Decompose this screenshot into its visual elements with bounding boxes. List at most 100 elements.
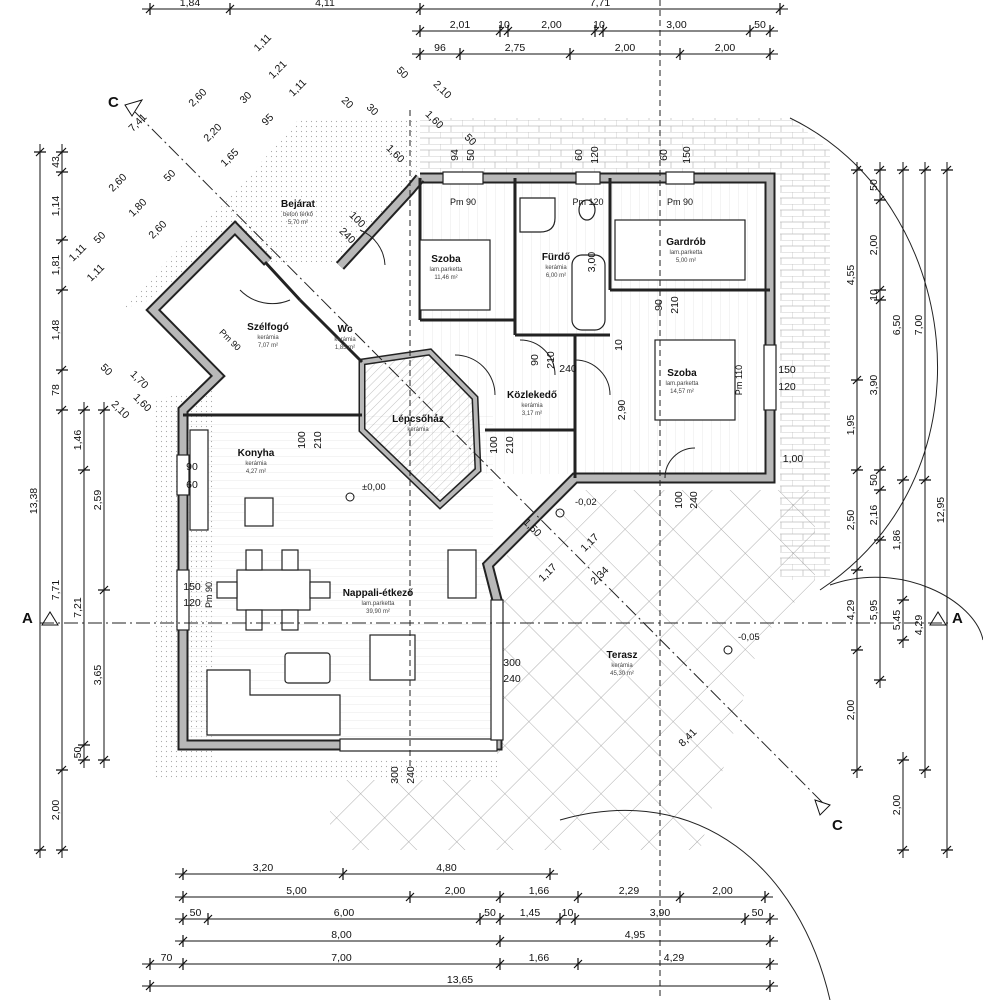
garden-arc-right — [829, 576, 983, 641]
dimension-annotation: 1,11 — [287, 77, 309, 99]
dimension-tick — [338, 868, 348, 880]
dimension-label: 4,29 — [664, 952, 685, 964]
terrace-area — [330, 490, 815, 850]
dimension-annotation: 30 — [238, 89, 255, 106]
dimension-label: 2,59 — [92, 490, 104, 511]
dimension-annotation: 150 — [778, 364, 796, 376]
window-west-kitchen — [176, 454, 190, 496]
dimension-tick — [78, 755, 90, 765]
dimension-tick — [78, 405, 90, 415]
dimension-tick — [897, 595, 909, 605]
room-finish: kerámia — [257, 335, 279, 341]
dimension-annotation: 1,70 — [128, 368, 151, 391]
dimension-tick — [851, 645, 863, 655]
dimension-chain-right: 7,004,29 — [913, 162, 931, 778]
dimension-label: 1,95 — [845, 415, 857, 436]
dimension-tick — [897, 635, 909, 645]
dimension-annotation: 210 — [669, 296, 681, 314]
room-area: 5,70 m² — [288, 220, 308, 226]
dimension-tick — [851, 465, 863, 475]
dimension-tick — [765, 935, 775, 947]
toilet — [578, 199, 596, 221]
dimension-tick — [415, 3, 425, 15]
dimension-tick — [415, 48, 425, 60]
section-arrow-icon — [124, 99, 144, 117]
fireplace — [447, 549, 477, 599]
dimension-tick — [740, 913, 750, 925]
room-name: Közlekedő — [507, 390, 557, 401]
dimension-tick — [56, 167, 68, 177]
dimension-annotation: 300 — [389, 766, 401, 784]
room-area: 11,46 m² — [434, 275, 457, 281]
dimension-annotation: 1,60 — [131, 391, 154, 414]
level-entry: -0,02 — [575, 497, 597, 508]
dimension-label: 3,90 — [868, 375, 880, 396]
stair-core-wall-fill — [360, 349, 481, 508]
bathtub — [571, 254, 606, 331]
section-label-a-right: A — [952, 610, 963, 627]
dimension-annotation: 2,10 — [109, 398, 132, 421]
shower — [519, 197, 556, 233]
dimension-label: 1,48 — [50, 320, 62, 341]
dimension-label: 10 — [498, 19, 510, 31]
dimension-tick — [495, 25, 505, 37]
chair — [281, 549, 299, 571]
dimension-label: 70 — [161, 952, 173, 964]
bed-2 — [654, 339, 736, 421]
room-name: Terasz — [607, 650, 638, 661]
dimension-tick — [851, 765, 863, 775]
dimension-tick — [56, 285, 68, 295]
dimension-tick — [897, 755, 909, 765]
dimension-tick — [405, 891, 415, 903]
dimension-tick — [590, 25, 600, 37]
dimension-annotation: 150 — [681, 146, 693, 164]
door-swing — [359, 229, 386, 266]
dimension-annotation: 300 — [503, 657, 521, 669]
dimension-annotation: 30 — [364, 102, 381, 119]
dimension-tick — [78, 740, 90, 750]
dimension-annotation: 50 — [394, 65, 411, 82]
dimension-annotation: 1,11 — [67, 242, 89, 264]
dimension-chain-right: 12,95 — [935, 162, 953, 858]
level-ground: ±0,00 — [362, 482, 386, 493]
dimension-tick — [573, 958, 583, 970]
furniture — [189, 197, 746, 736]
dimension-annotation: 60 — [573, 149, 585, 161]
dimension-tick — [56, 845, 68, 855]
dimension-tick — [919, 165, 931, 175]
dimension-label: 3,65 — [92, 665, 104, 686]
dimension-label: 2,00 — [868, 235, 880, 256]
room-area: 4,27 m² — [246, 469, 266, 475]
dimension-tick — [145, 3, 155, 15]
dimension-tick — [874, 535, 886, 545]
dimension-tick — [56, 765, 68, 775]
dimension-label: 1,86 — [891, 530, 903, 551]
dimension-label: 7,21 — [72, 597, 84, 618]
dimension-annotation: 1,00 — [783, 453, 804, 465]
dimension-tick — [897, 845, 909, 855]
dimension-chain-left: 13,38 — [28, 144, 46, 858]
level-marks: ±0,00 -0,02 -0,05 — [345, 482, 760, 655]
level-terrace: -0,05 — [738, 632, 760, 643]
dimension-label: 43 — [50, 156, 62, 168]
dimension-annotation: 120 — [778, 381, 796, 393]
dimension-annotation: Pm 90 — [667, 197, 693, 207]
section-label-c-bottom: C — [832, 817, 843, 834]
dimension-label: 2,00 — [445, 885, 466, 897]
dimension-tick — [570, 913, 580, 925]
dimension-label: 2,16 — [868, 505, 880, 526]
dimension-tick — [495, 958, 505, 970]
dimension-annotation: 50 — [98, 362, 115, 379]
dimension-tick — [203, 913, 213, 925]
dimension-tick — [98, 755, 110, 765]
dimension-tick — [56, 147, 68, 157]
dimension-tick — [919, 765, 931, 775]
